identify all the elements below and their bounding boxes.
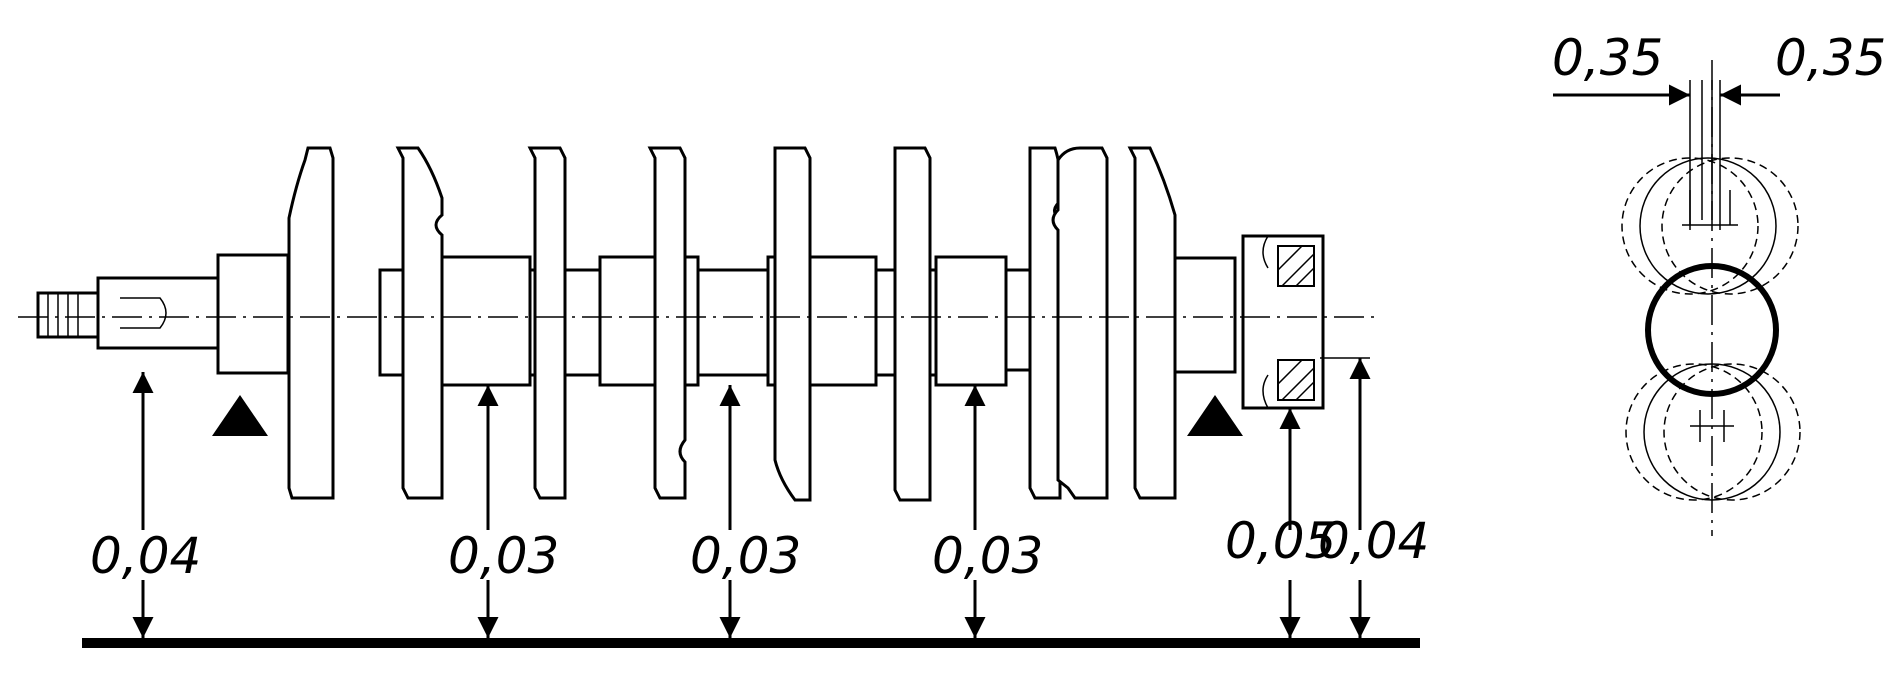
runout-label-end-left: 0,04 [90, 527, 201, 585]
support-triangle-right [1187, 395, 1243, 436]
throw-circle-lower [1643, 363, 1781, 501]
runout-journal-4: 0,03 [932, 385, 1043, 638]
crank-pin-3 [696, 268, 770, 377]
runout-journal-3: 0,03 [690, 385, 801, 638]
runout-label-journal-3: 0,03 [690, 527, 801, 585]
main-journal-1 [216, 253, 290, 375]
rear-flange [1241, 234, 1325, 410]
rear-journal [1173, 256, 1237, 374]
crankshaft [18, 146, 1380, 502]
front-stub [96, 276, 220, 350]
throw-circle-upper [1639, 157, 1777, 295]
offset-label-right: 0,35 [1775, 29, 1886, 87]
support-triangle-left [212, 395, 268, 436]
runout-journal-2: 0,03 [448, 385, 559, 638]
base-reference-bar [82, 638, 1420, 648]
main-journal-5 [934, 255, 1008, 387]
threaded-nose [36, 291, 100, 339]
main-journal-2 [438, 255, 532, 387]
runout-label-journal-4: 0,03 [932, 527, 1043, 585]
runout-label-journal-2: 0,03 [448, 527, 559, 585]
runout-label-flange: 0,05 [1225, 512, 1336, 570]
runout-label-end-right: 0,04 [1318, 512, 1429, 570]
keyway [120, 297, 167, 329]
runout-end-left: 0,04 [90, 372, 201, 638]
runout-flange: 0,05 [1225, 408, 1336, 638]
offset-label-left: 0,35 [1552, 29, 1663, 87]
runout-indicators: 0,04 0,03 0,03 0,03 0,05 0,04 [90, 357, 1429, 638]
crank-webs [287, 146, 1177, 502]
runout-end-right: 0,04 [1318, 357, 1429, 638]
main-journal-circle [1645, 263, 1779, 397]
end-view-offset-detail: 0,35 0,35 [1552, 29, 1886, 536]
